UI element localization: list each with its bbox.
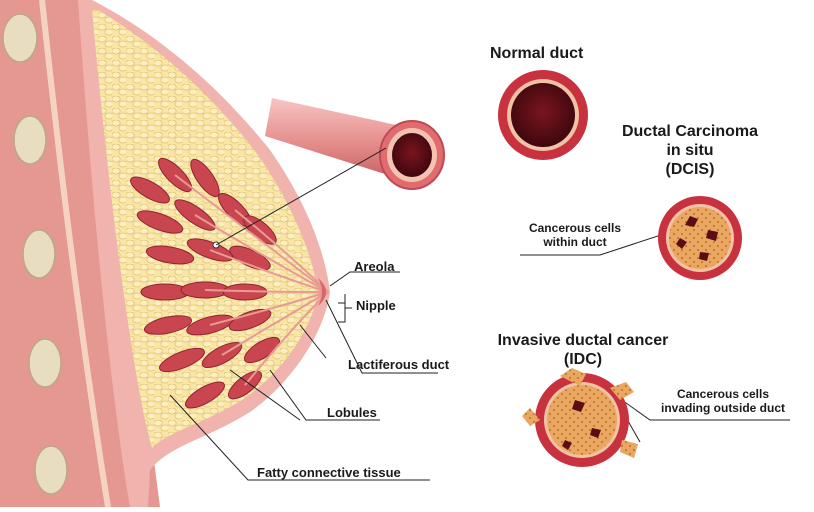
- dcis-note: Cancerous cells within duct: [510, 221, 640, 249]
- idc-duct-section: [522, 368, 638, 467]
- idc-note-line1: Cancerous cells: [648, 387, 798, 401]
- label-fatty-tissue: Fatty connective tissue: [257, 465, 401, 480]
- magnified-duct: [265, 98, 444, 189]
- label-lactiferous-duct: Lactiferous duct: [348, 357, 449, 372]
- normal-duct-section: [498, 70, 588, 160]
- label-nipple: Nipple: [356, 298, 396, 313]
- idc-title-line2: (IDC): [478, 350, 688, 369]
- dcis-title: Ductal Carcinoma in situ (DCIS): [610, 122, 770, 179]
- normal-duct-title: Normal duct: [490, 44, 583, 63]
- dcis-title-line3: (DCIS): [610, 160, 770, 179]
- dcis-duct-section: [658, 196, 742, 280]
- label-areola: Areola: [354, 259, 394, 274]
- label-lobules: Lobules: [327, 405, 377, 420]
- idc-title-line1: Invasive ductal cancer: [478, 331, 688, 350]
- dcis-title-line1: Ductal Carcinoma: [610, 122, 770, 141]
- idc-note: Cancerous cells invading outside duct: [648, 387, 798, 415]
- idc-note-line2: invading outside duct: [648, 401, 798, 415]
- dcis-note-line2: within duct: [510, 235, 640, 249]
- dcis-note-line1: Cancerous cells: [510, 221, 640, 235]
- idc-title: Invasive ductal cancer (IDC): [478, 331, 688, 369]
- breast-cross-section: [0, 0, 330, 507]
- dcis-title-line2: in situ: [610, 141, 770, 160]
